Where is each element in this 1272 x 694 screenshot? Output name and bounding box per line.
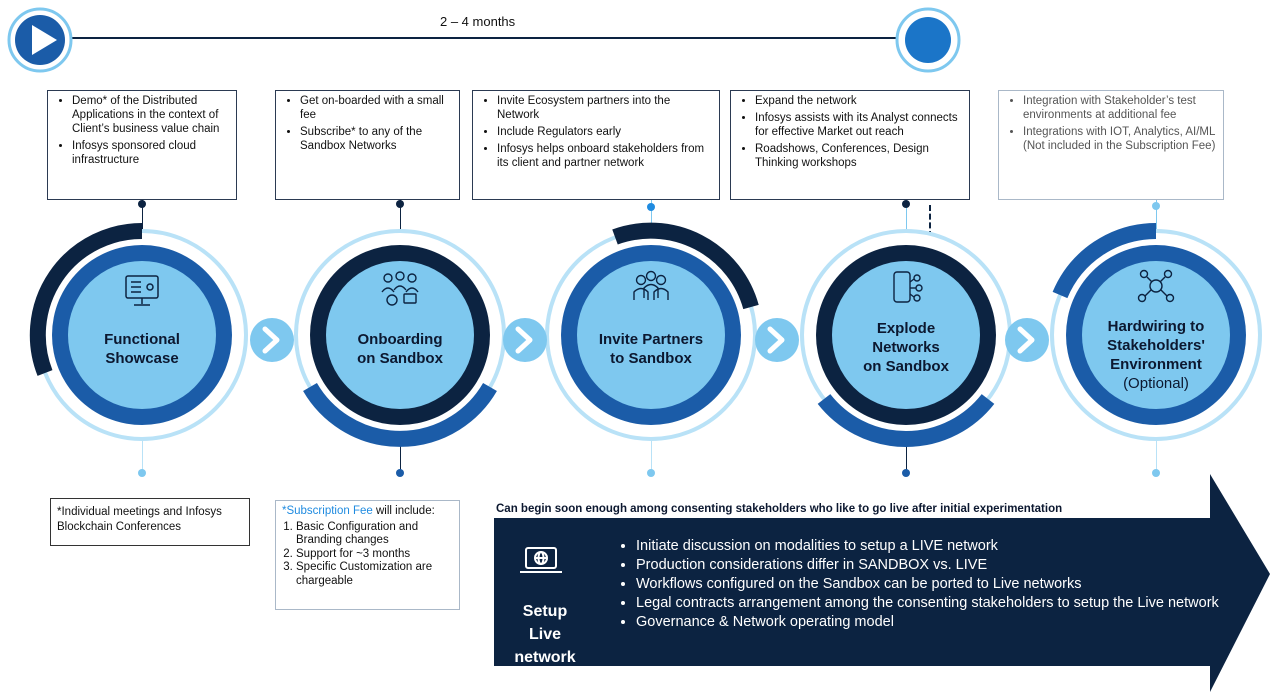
stage-4-bullet: Expand the network xyxy=(755,94,963,108)
connector-dot xyxy=(396,469,404,477)
meetings-note: *Individual meetings and Infosys Blockch… xyxy=(50,498,250,546)
connector-dot xyxy=(396,200,404,208)
subscription-fee-label: *Subscription Fee xyxy=(282,505,373,517)
subscription-item: Specific Customization are chargeable xyxy=(296,561,453,588)
stage-circles xyxy=(29,222,1262,447)
subscription-note: *Subscription Fee will include: Basic Co… xyxy=(275,500,460,610)
stage-title-line: Hardwiring to xyxy=(1107,318,1205,335)
connector-line xyxy=(1156,440,1157,472)
end-milestone-icon xyxy=(895,7,961,73)
stage-4-bullet: Roadshows, Conferences, Design Thinking … xyxy=(755,142,963,170)
stage-title-line: on Sandbox xyxy=(863,358,949,375)
stage-1-title: Functional Showcase xyxy=(72,330,212,368)
live-banner-text: Can begin soon enough among consenting s… xyxy=(496,503,1063,515)
stage-3-bullet: Include Regulators early xyxy=(497,125,713,139)
stage-title-line: Functional xyxy=(104,331,180,348)
connector-dot xyxy=(647,203,655,211)
stage-title-line: Stakeholders' xyxy=(1107,337,1205,354)
subscription-rest-label: will include: xyxy=(372,505,435,517)
stage-5-bullet: Integration with Stakeholder’s test envi… xyxy=(1023,94,1217,122)
live-bullets: Initiate discussion on modalities to set… xyxy=(618,538,1272,633)
connector-dot xyxy=(1152,469,1160,477)
chevron-right-icon xyxy=(250,318,294,362)
stage-2-circle xyxy=(294,229,506,447)
stage-title-line: Networks xyxy=(872,339,940,356)
connector-dot xyxy=(138,200,146,208)
stage-5-title: Hardwiring to Stakeholders' Environment … xyxy=(1081,317,1231,393)
connector-dot xyxy=(138,469,146,477)
people-onboarding-icon xyxy=(381,271,419,306)
stage-1-bullet: Demo* of the Distributed Applications in… xyxy=(72,94,230,136)
start-play-icon xyxy=(7,7,73,73)
stage-5-bullet: Integrations with IOT, Analytics, AI/ML … xyxy=(1023,125,1217,153)
laptop-globe-icon xyxy=(520,547,562,573)
stage-optional-label: (Optional) xyxy=(1123,375,1189,392)
connector-line xyxy=(651,200,652,235)
stage-2-bullet: Get on-boarded with a small fee xyxy=(300,94,453,122)
stage-5-box: Integration with Stakeholder’s test envi… xyxy=(998,90,1224,200)
connector-line xyxy=(142,440,143,472)
stage-1-bullet: Infosys sponsored cloud infrastructure xyxy=(72,139,230,167)
live-bullet: Workflows configured on the Sandbox can … xyxy=(636,576,1272,593)
connector-dot xyxy=(902,469,910,477)
live-bullet: Production considerations differ in SAND… xyxy=(636,557,1272,574)
stage-3-bullet: Infosys helps onboard stakeholders from … xyxy=(497,142,713,170)
stage-title-line: Environment xyxy=(1110,356,1202,373)
stage-2-title: Onboarding on Sandbox xyxy=(330,330,470,368)
stage-3-box: Invite Ecosystem partners into the Netwo… xyxy=(472,90,720,200)
stakeholder-network-icon xyxy=(1137,269,1175,303)
connector-dot xyxy=(1152,202,1160,210)
stage-5-circle xyxy=(1050,223,1262,441)
subscription-item: Support for ~3 months xyxy=(296,548,453,562)
live-bullet: Governance & Network operating model xyxy=(636,614,1272,631)
stage-3-circle xyxy=(545,222,759,441)
stage-3-title: Invite Partners to Sandbox xyxy=(581,330,721,368)
connector-dot xyxy=(647,469,655,477)
connector-line xyxy=(906,440,907,472)
stage-title-line: Showcase xyxy=(105,350,179,367)
stage-3-bullet: Invite Ecosystem partners into the Netwo… xyxy=(497,94,713,122)
stage-title-line: on Sandbox xyxy=(357,350,443,367)
connector-line xyxy=(142,200,143,235)
chevron-right-icon xyxy=(755,318,799,362)
live-title: Setup Live network xyxy=(500,600,590,669)
timeline-duration: 2 – 4 months xyxy=(440,14,516,29)
live-bullet: Legal contracts arrangement among the co… xyxy=(636,595,1272,612)
stage-title-line: Invite Partners xyxy=(598,331,704,348)
stage-2-bullet: Subscribe* to any of the Sandbox Network… xyxy=(300,125,453,153)
connector-line xyxy=(906,200,907,230)
stage-4-box: Expand the network Infosys assists with … xyxy=(730,90,970,200)
stage-2-box: Get on-boarded with a small fee Subscrib… xyxy=(275,90,460,200)
stage-4-title: Explode Networks on Sandbox xyxy=(836,319,976,376)
live-title-line: Setup xyxy=(522,603,568,620)
stage-4-circle xyxy=(800,229,1012,447)
connector-line xyxy=(1156,200,1157,235)
connector-line xyxy=(400,440,401,472)
stage-title-line: Onboarding xyxy=(357,331,443,348)
live-bullet: Initiate discussion on modalities to set… xyxy=(636,538,1272,555)
live-title-line: network xyxy=(514,649,576,666)
connector-line xyxy=(651,440,652,472)
connector-dot xyxy=(902,200,910,208)
live-title-line: Live xyxy=(528,626,561,643)
stage-1-box: Demo* of the Distributed Applications in… xyxy=(47,90,237,200)
dashed-connector xyxy=(929,205,931,237)
timeline-line xyxy=(60,37,930,39)
stage-title-line: Explode xyxy=(876,320,936,337)
chevron-right-icon xyxy=(1005,318,1049,362)
stage-1-circle xyxy=(29,222,248,441)
subscription-item: Basic Configuration and Branding changes xyxy=(296,521,453,548)
group-people-icon xyxy=(633,270,669,300)
connector-line xyxy=(400,200,401,235)
stage-4-bullet: Infosys assists with its Analyst connect… xyxy=(755,111,963,139)
stage-title-line: to Sandbox xyxy=(610,350,692,367)
live-network-arrow xyxy=(494,474,1270,692)
chevron-right-icon xyxy=(503,318,547,362)
computer-monitor-icon xyxy=(125,275,159,306)
mobile-network-icon xyxy=(893,271,923,303)
